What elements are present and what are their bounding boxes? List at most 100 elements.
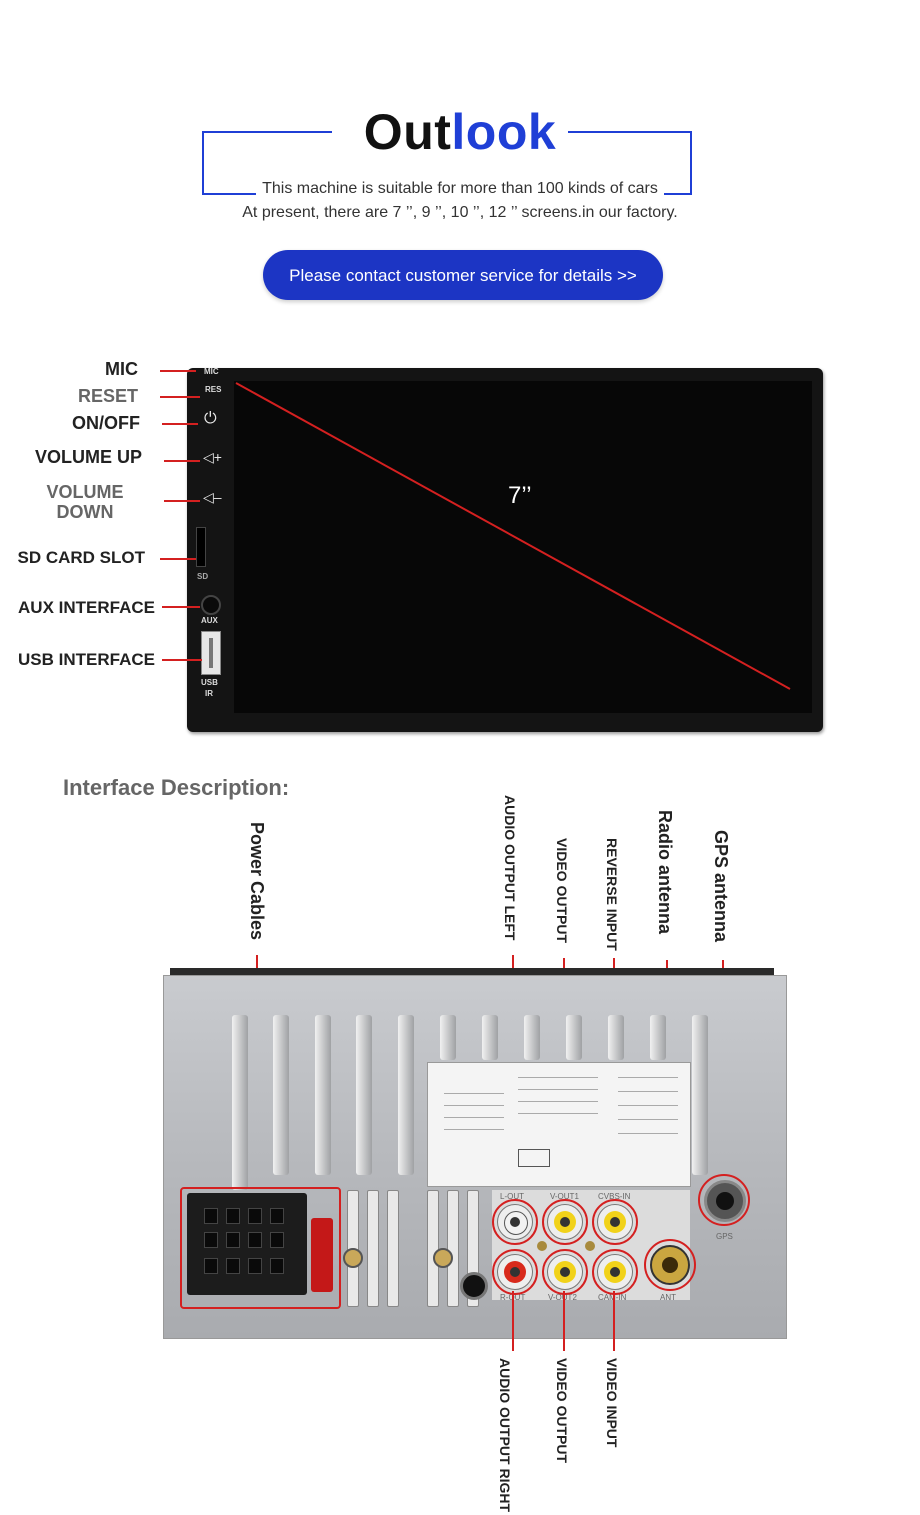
grill-slot: [367, 1190, 379, 1307]
connector-pin: [270, 1232, 284, 1248]
screw-icon: [537, 1241, 547, 1251]
contact-customer-service-button[interactable]: Please contact customer service for deta…: [263, 250, 663, 300]
power-icon[interactable]: ⏻: [204, 410, 217, 427]
cooling-fin: [692, 1015, 708, 1175]
callout-line-reset: [160, 396, 200, 398]
device-usb-mark: USB: [201, 678, 218, 687]
callout-line-video-input: [613, 1291, 615, 1351]
sd-card-slot[interactable]: [196, 527, 206, 567]
ground-jack[interactable]: [460, 1272, 488, 1300]
volume-up-icon[interactable]: ◁+: [203, 449, 222, 465]
label-mic: MIC: [105, 359, 138, 379]
callout-line-volume-down: [164, 500, 200, 502]
cooling-fin: [398, 1015, 414, 1175]
power-cable-connector-highlight: [180, 1187, 341, 1309]
label-volume-down-line-1: VOLUME: [46, 482, 124, 502]
label-video-input: VIDEO INPUT: [604, 1358, 620, 1448]
highlight-ring-radio-antenna: [644, 1239, 696, 1291]
connector-pin: [248, 1258, 262, 1274]
screen-diagonal-line: [235, 382, 791, 690]
cooling-fin: [650, 1015, 666, 1060]
highlight-ring-audio-right: [492, 1249, 538, 1295]
callout-line-volume-up: [164, 460, 200, 462]
highlight-ring-video-out-1: [542, 1199, 588, 1245]
grill-slot: [447, 1190, 459, 1307]
device-aux-mark: AUX: [201, 616, 218, 625]
port-mark-l-out: L-OUT: [500, 1192, 524, 1201]
callout-line-mic: [160, 370, 196, 372]
label-volume-down-line-2: DOWN: [56, 502, 114, 522]
callout-line-audio-right: [512, 1291, 514, 1351]
screen-size-label: 7’’: [508, 482, 532, 509]
cooling-fin: [356, 1015, 372, 1175]
port-mark-v-out1: V-OUT1: [550, 1192, 579, 1201]
grill-slot: [387, 1190, 399, 1307]
callout-line-aux: [162, 606, 200, 608]
cooling-fin: [232, 1015, 248, 1190]
highlight-ring-video-in: [592, 1249, 638, 1295]
device-mic-mark: MIC: [204, 367, 219, 376]
label-radio-antenna: Radio antenna: [655, 810, 675, 935]
highlight-ring-gps: [698, 1174, 750, 1226]
highlight-ring-video-out-2: [542, 1249, 588, 1295]
touch-screen: [234, 381, 812, 713]
subtitle-line-2: At present, there are 7 ’’, 9 ’’, 10 ’’,…: [242, 204, 678, 221]
callout-line-video-output-bottom: [563, 1291, 565, 1351]
label-volume-up: VOLUME UP: [34, 447, 142, 467]
screw-icon: [433, 1248, 453, 1268]
label-audio-output-right-line-1: AUDIO OUTPUT: [497, 1358, 513, 1465]
connector-pin: [248, 1208, 262, 1224]
screw-icon: [343, 1248, 363, 1268]
connector-pin: [226, 1258, 240, 1274]
cooling-fin: [315, 1015, 331, 1175]
label-sd-card-slot: SD CARD SLOT: [17, 548, 146, 567]
volume-down-icon[interactable]: ◁–: [203, 489, 222, 505]
page-title: Outlook: [0, 102, 920, 162]
port-mark-cam-in: CAM-IN: [598, 1293, 626, 1302]
cooling-fin: [440, 1015, 456, 1060]
connector-pin: [270, 1208, 284, 1224]
highlight-ring-reverse-in: [592, 1199, 638, 1245]
label-audio-output-right-line-2: RIGHT: [497, 1468, 513, 1513]
connector-pin: [204, 1208, 218, 1224]
connector-pin: [204, 1258, 218, 1274]
label-power-cables: Power Cables: [247, 822, 267, 941]
subtitle-line-1: This machine is suitable for more than 1…: [0, 180, 920, 198]
device-sd-mark: SD: [197, 572, 209, 581]
fuse-holder: [311, 1218, 333, 1292]
subtitle-line-1-text: This machine is suitable for more than 1…: [256, 180, 664, 197]
port-mark-ant: ANT: [660, 1293, 676, 1302]
cooling-fin: [566, 1015, 582, 1060]
connector-pin: [226, 1232, 240, 1248]
callout-line-usb: [162, 659, 202, 661]
callout-line-sd-card-slot: [160, 558, 196, 560]
wiring-diagram-sticker: [427, 1062, 691, 1187]
label-on-off: ON/OFF: [72, 413, 140, 433]
label-usb-interface: USB INTERFACE: [18, 650, 155, 669]
title-part-2: look: [451, 104, 557, 160]
label-video-output-top: VIDEO OUTPUT: [554, 838, 570, 944]
label-video-output-bottom: VIDEO OUTPUT: [554, 1358, 570, 1464]
title-part-1: Out: [363, 104, 452, 160]
port-mark-gps: GPS: [716, 1232, 733, 1241]
cooling-fin: [482, 1015, 498, 1060]
connector-pin: [248, 1232, 262, 1248]
screw-icon: [585, 1241, 595, 1251]
connector-pin: [270, 1258, 284, 1274]
port-mark-cvbs-in: CVBS-IN: [598, 1192, 631, 1201]
label-volume-down: VOLUME DOWN: [30, 482, 140, 522]
label-audio-output-left: AUDIO OUTPUT LEFT: [502, 795, 518, 941]
cooling-fin: [524, 1015, 540, 1060]
cooling-fin: [273, 1015, 289, 1175]
label-audio-output-right: AUDIO OUTPUT RIGHT: [497, 1358, 513, 1512]
cooling-fin: [608, 1015, 624, 1060]
usb-port[interactable]: [201, 631, 221, 675]
connector-pin: [226, 1208, 240, 1224]
head-unit-front: [187, 368, 823, 732]
aux-jack[interactable]: [201, 595, 221, 615]
callout-line-on-off: [162, 423, 198, 425]
interface-description-title: Interface Description:: [63, 775, 290, 800]
port-mark-v-out2: V-OUT2: [548, 1293, 577, 1302]
label-reverse-input: REVERSE INPUT: [604, 838, 620, 951]
device-res-mark: RES: [205, 385, 222, 394]
